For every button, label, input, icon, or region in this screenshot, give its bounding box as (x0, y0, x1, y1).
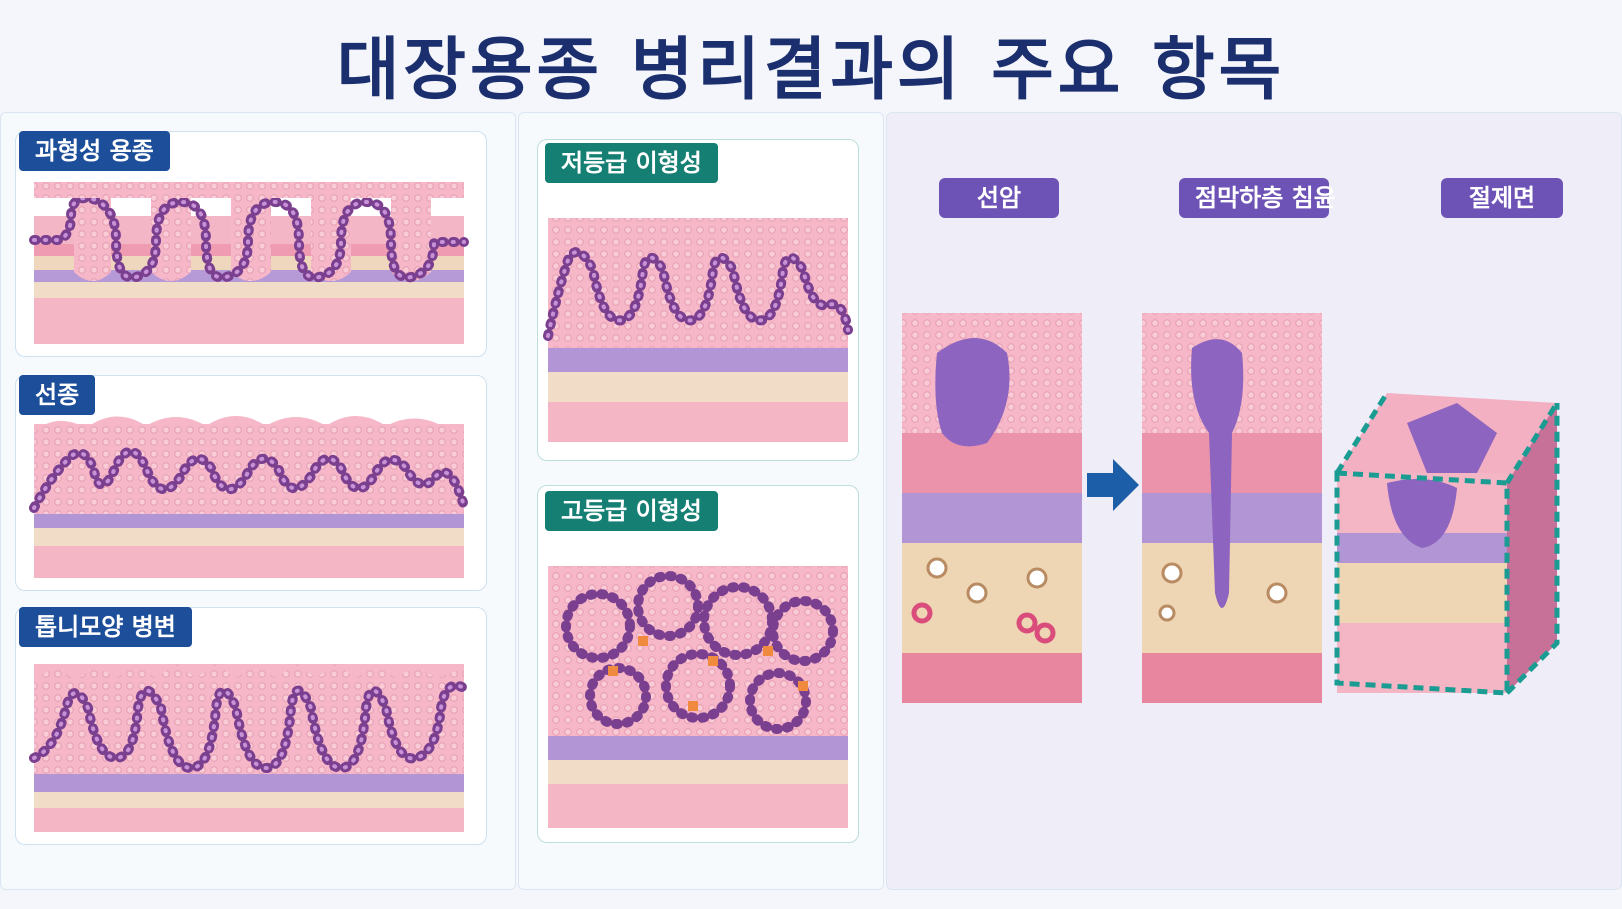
badge-serrated: 톱니모양 병변 (19, 607, 192, 647)
adenocarcinoma-block (902, 313, 1082, 703)
progression-arrow-icon (1087, 459, 1139, 511)
panel-low-grade (537, 139, 859, 461)
panel-serrated (15, 607, 487, 845)
submucosal-invasion-block (1142, 313, 1322, 703)
page-title: 대장용종 병리결과의 주요 항목 (336, 31, 1286, 110)
badge-adenocarcinoma: 선암 (939, 178, 1059, 218)
left-column: 과형성 용종 선종 톱니모양 병변 (0, 112, 516, 890)
badge-low-grade: 저등급 이형성 (545, 143, 718, 183)
low-grade-illustration (543, 218, 853, 442)
right-column: 선암 점막하층 침윤 절제면 (886, 112, 1622, 890)
resection-margin-block (1334, 391, 1560, 696)
badge-high-grade: 고등급 이형성 (545, 491, 718, 531)
high-grade-illustration (548, 566, 848, 828)
middle-column: 저등급 이형성 고등급 이형성 (518, 112, 884, 890)
hyperplastic-illustration (29, 182, 469, 344)
badge-submucosal-invasion: 점막하층 침윤 (1179, 178, 1336, 218)
panel-hyperplastic (15, 131, 487, 357)
badge-resection-margin: 절제면 (1441, 178, 1563, 218)
adenoma-illustration (29, 416, 469, 578)
serrated-illustration (29, 664, 469, 832)
badge-hyperplastic: 과형성 용종 (19, 131, 170, 171)
badge-adenoma: 선종 (19, 375, 96, 415)
panel-high-grade (537, 485, 859, 843)
